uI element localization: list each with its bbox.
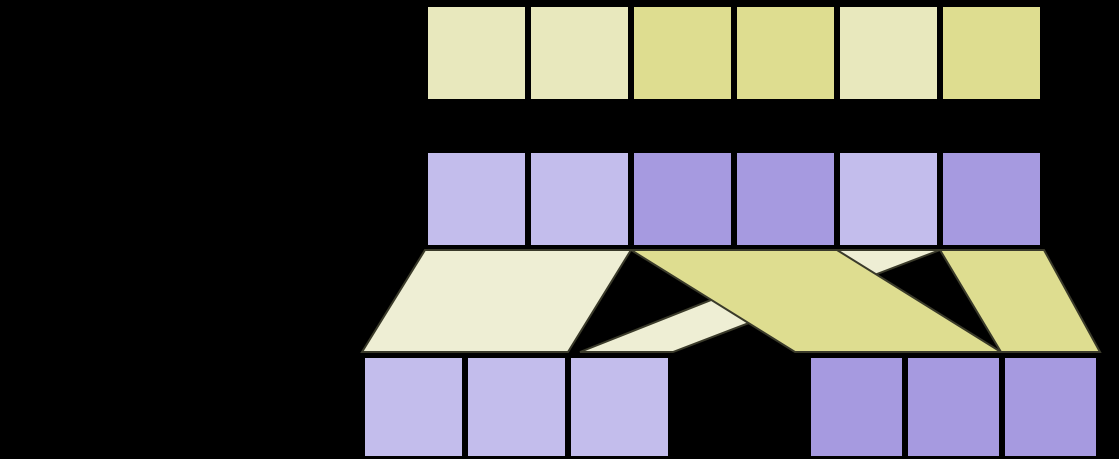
flag-cell-0: [425, 4, 528, 102]
value-cell-3: [734, 150, 837, 248]
output-false-cell-1: [465, 355, 568, 459]
flag-cell-2: [631, 4, 734, 102]
flag-cell-4: [837, 4, 940, 102]
value-cell-2: [631, 150, 734, 248]
output-true-cell-1: [905, 355, 1002, 459]
value-cell-0: [425, 150, 528, 248]
flag-cell-5: [940, 4, 1043, 102]
output-false-cell-2: [568, 355, 671, 459]
output-true-cell-2: [1002, 355, 1099, 459]
flag-cell-1: [528, 4, 631, 102]
band-4-to-right: [938, 249, 1102, 353]
flag-cell-3: [734, 4, 837, 102]
value-cell-1: [528, 150, 631, 248]
value-cell-5: [940, 150, 1043, 248]
output-true-cell-0: [808, 355, 905, 459]
band-5-1-to-left: [360, 249, 633, 353]
output-false-cell-0: [362, 355, 465, 459]
band-3-to-left: [579, 249, 941, 353]
band-7-2-to-right: [627, 249, 1005, 353]
value-cell-4: [837, 150, 940, 248]
